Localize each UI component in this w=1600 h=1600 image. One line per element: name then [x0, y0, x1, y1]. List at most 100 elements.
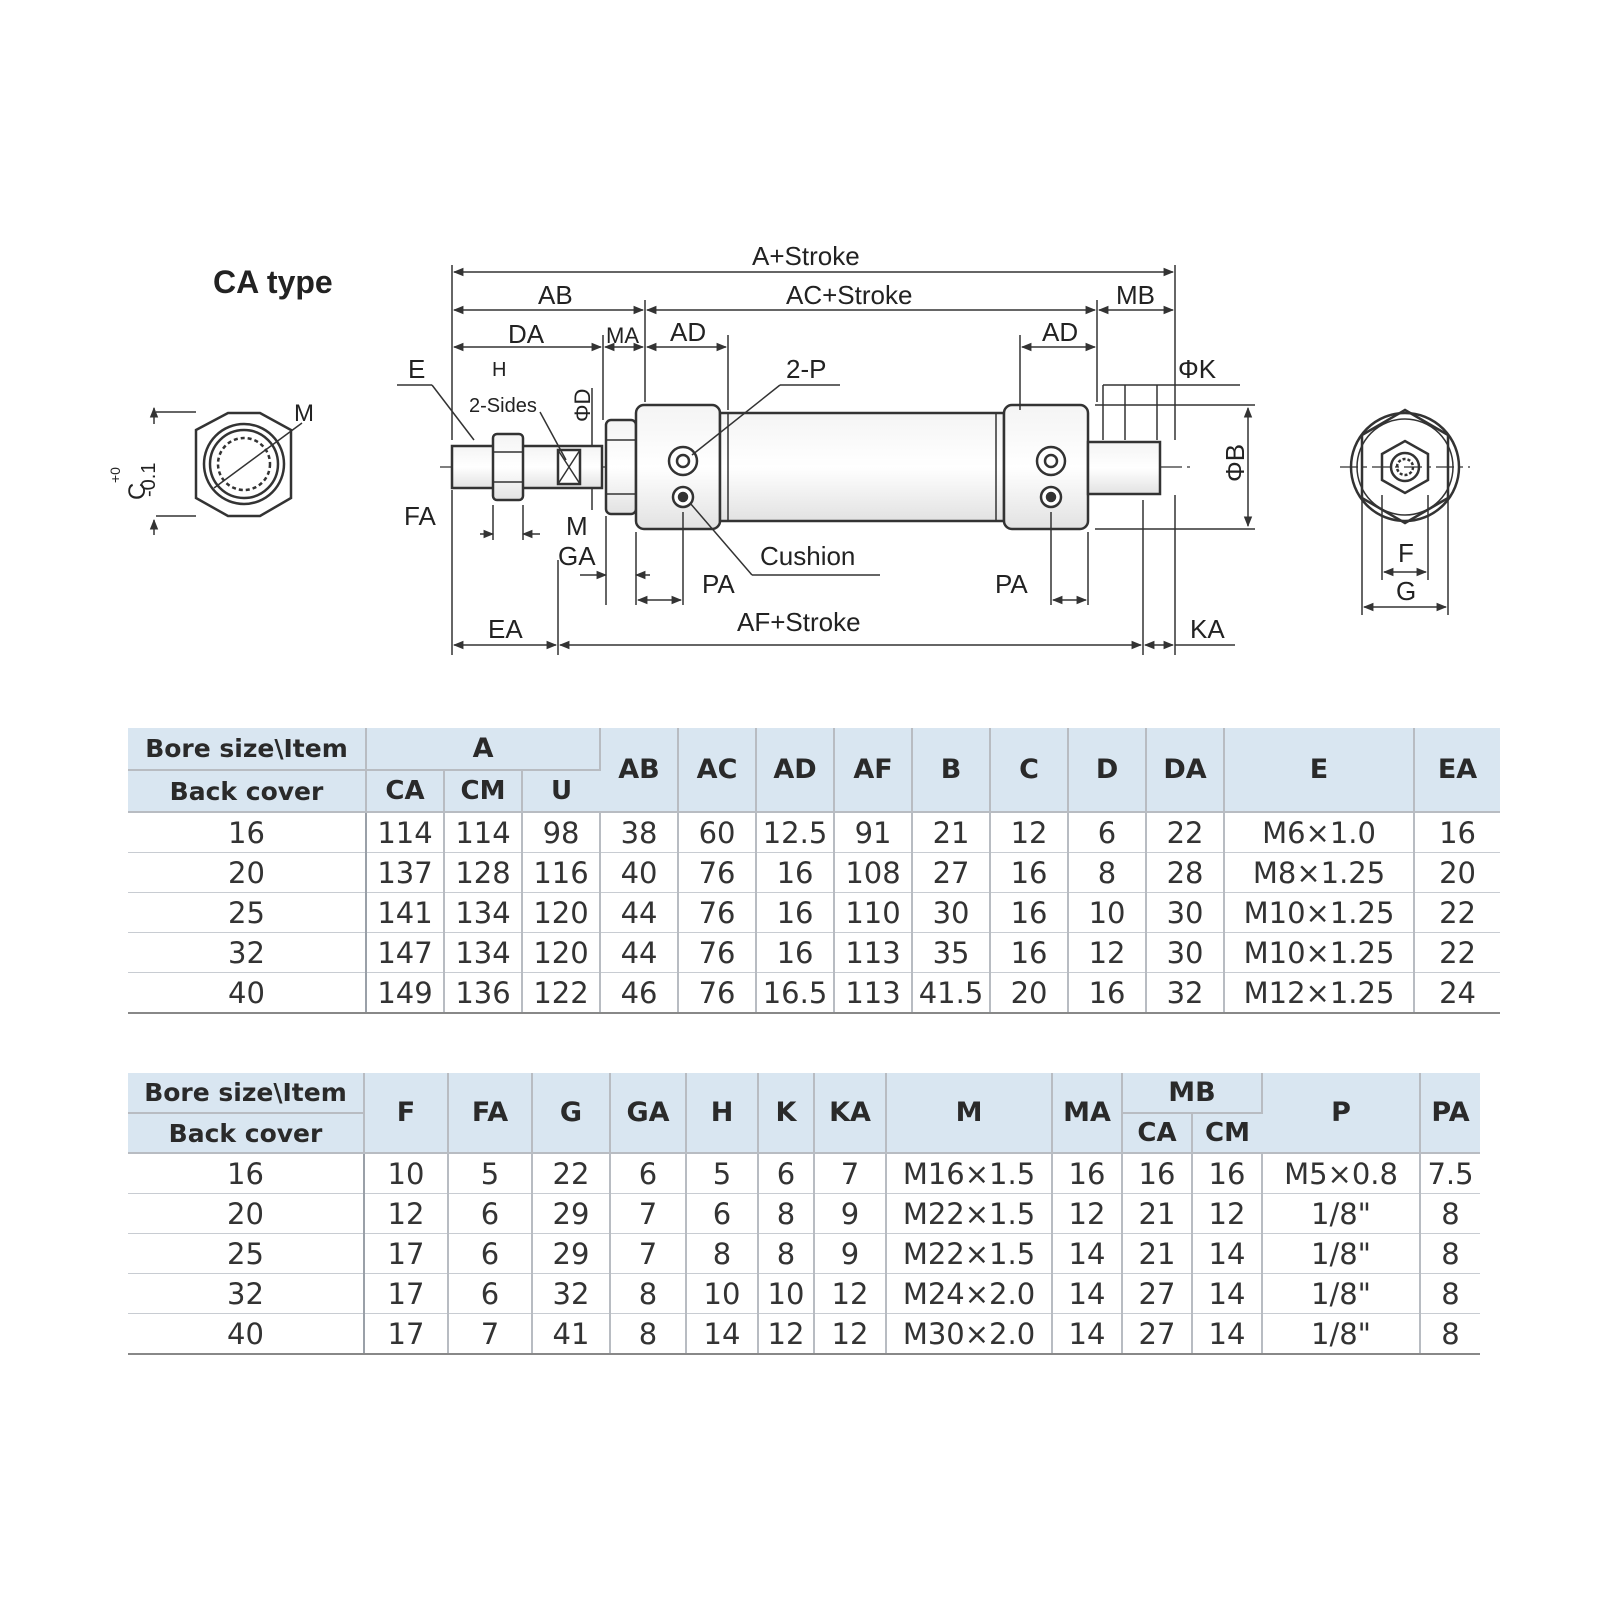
bore-size-cell: 20 [128, 852, 367, 893]
t2-head-mb: MB [1122, 1073, 1264, 1114]
t1-head-da: DA [1146, 728, 1226, 813]
t1-head-a-u: U [522, 770, 601, 813]
table-cell: M16×1.5 [886, 1153, 1053, 1194]
table-cell: 35 [912, 932, 992, 973]
bore-size-cell: 32 [128, 932, 367, 973]
t2-head-m: M [886, 1073, 1053, 1154]
table-cell: 16 [1052, 1153, 1123, 1194]
label-m-mid: M [566, 511, 588, 541]
table-cell: 6 [610, 1153, 687, 1194]
table-cell: M10×1.25 [1224, 932, 1416, 973]
dimension-lines-top [397, 265, 1255, 576]
label-ma: MA [606, 323, 639, 348]
table-cell: M24×2.0 [886, 1273, 1053, 1314]
table-cell: 30 [1146, 932, 1226, 973]
table-cell: 1/8" [1262, 1313, 1422, 1355]
table-cell: 8 [1420, 1193, 1481, 1234]
label-pa-left: PA [702, 569, 735, 599]
table-cell: 29 [532, 1233, 611, 1274]
label-af-stroke: AF+Stroke [737, 607, 861, 637]
t1-head-e: E [1224, 728, 1416, 813]
table-cell: 8 [1420, 1233, 1481, 1274]
table-cell: 16 [756, 852, 836, 893]
table-cell: 113 [834, 972, 914, 1014]
table-cell: 110 [834, 892, 914, 933]
label-h: H [492, 359, 506, 381]
bore-size-cell: 32 [128, 1273, 365, 1314]
t1-head-a: A [366, 728, 602, 771]
table-cell: 44 [600, 892, 680, 933]
table-cell: 14 [1052, 1273, 1123, 1314]
table-cell: 16.5 [756, 972, 836, 1014]
label-mb: MB [1116, 280, 1155, 310]
t2-head-mb-cm: CM [1192, 1113, 1263, 1154]
table-cell: 17 [364, 1233, 449, 1274]
table-cell: 8 [686, 1233, 759, 1274]
table-cell: 6 [448, 1193, 533, 1234]
table-cell: 16 [1192, 1153, 1264, 1194]
table-cell: 1/8" [1262, 1193, 1422, 1234]
t2-head-ga: GA [610, 1073, 687, 1154]
label-phi-b: ΦB [1220, 444, 1250, 482]
table-cell: 149 [366, 972, 445, 1014]
table-cell: 24 [1414, 972, 1501, 1014]
t2-head-f: F [364, 1073, 449, 1154]
table-cell: 114 [444, 812, 523, 853]
table-cell: 8 [758, 1193, 815, 1234]
table-cell: 32 [532, 1273, 611, 1314]
label-ka: KA [1190, 614, 1225, 644]
diagram-title: CA type [213, 264, 333, 300]
t2-head-p: P [1262, 1073, 1422, 1154]
t2-head-back-cover: Back cover [128, 1113, 365, 1154]
t2-head-mb-ca: CA [1122, 1113, 1193, 1154]
table-cell: 38 [600, 812, 680, 853]
bore-size-cell: 40 [128, 972, 367, 1014]
table-cell: 16 [1414, 812, 1501, 853]
table-cell: 46 [600, 972, 680, 1014]
table-cell: 147 [366, 932, 445, 973]
table-cell: 30 [912, 892, 992, 933]
table-cell: M22×1.5 [886, 1193, 1053, 1234]
table-cell: 1/8" [1262, 1273, 1422, 1314]
table-cell: 122 [522, 972, 602, 1014]
table-cell: 120 [522, 932, 602, 973]
table-cell: 134 [444, 932, 523, 973]
table-cell: 20 [990, 972, 1070, 1014]
table-cell: 14 [1192, 1233, 1264, 1274]
t2-head-bore-item: Bore size\Item [128, 1073, 365, 1114]
table-cell: 91 [834, 812, 914, 853]
table-cell: 7 [448, 1313, 533, 1355]
table-cell: 6 [1068, 812, 1148, 853]
t2-head-pa: PA [1420, 1073, 1481, 1154]
table-cell: 22 [1414, 892, 1501, 933]
label-phi-k: ΦK [1178, 354, 1217, 384]
table-cell: 10 [364, 1153, 449, 1194]
table-cell: M10×1.25 [1224, 892, 1416, 933]
table-cell: 141 [366, 892, 445, 933]
table-cell: 16 [756, 932, 836, 973]
table-cell: 8 [610, 1273, 687, 1314]
label-a-stroke: A+Stroke [752, 241, 860, 271]
left-end-view [149, 406, 303, 535]
table-cell: 28 [1146, 852, 1226, 893]
label-pa-right: PA [995, 569, 1028, 599]
label-tol-minus: -0.1 [138, 463, 160, 497]
table-cell: 120 [522, 892, 602, 933]
table-cell: 76 [678, 972, 758, 1014]
label-fa: FA [404, 501, 436, 531]
table-cell: 44 [600, 932, 680, 973]
table-cell: 7 [610, 1193, 687, 1234]
table-cell: 14 [1052, 1233, 1123, 1274]
table-cell: 17 [364, 1273, 449, 1314]
t1-head-ea: EA [1414, 728, 1501, 813]
label-e: E [408, 354, 425, 384]
table-cell: 12.5 [756, 812, 836, 853]
table-cell: 98 [522, 812, 602, 853]
table-cell: 22 [1414, 932, 1501, 973]
